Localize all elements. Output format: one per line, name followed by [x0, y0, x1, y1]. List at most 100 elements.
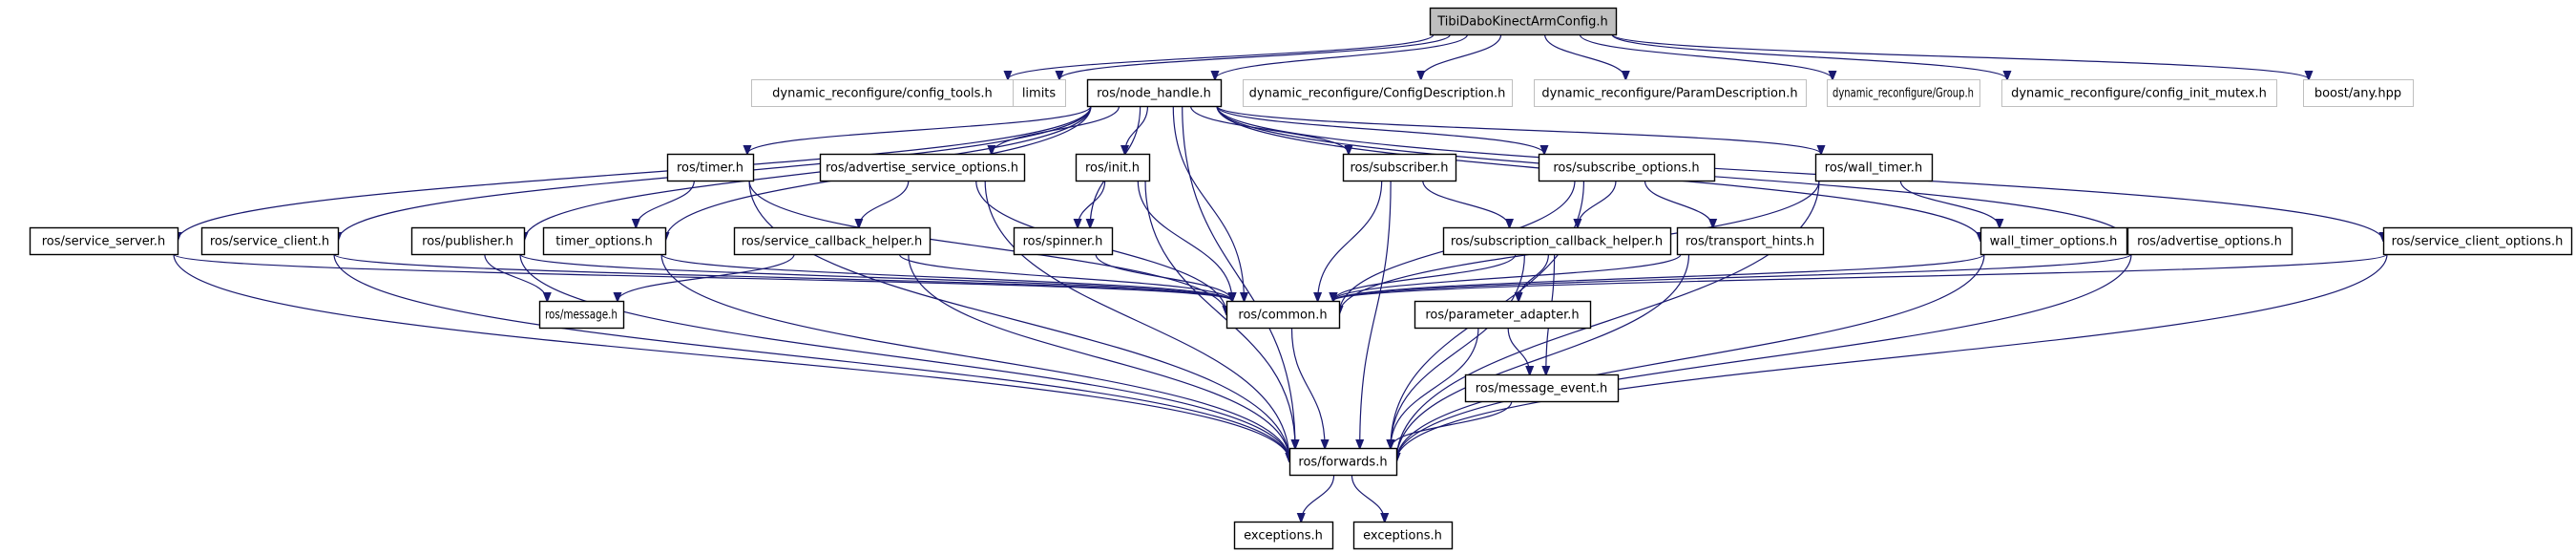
- node-label: TibiDaboKinectArmConfig.h: [1436, 15, 1608, 30]
- node-config-init-mutex: dynamic_reconfigure/config_init_mutex.h: [2001, 79, 2277, 107]
- edge-service_server-to-forwards: [173, 253, 1289, 461]
- node-message-event[interactable]: ros/message_event.h: [1464, 374, 1620, 403]
- node-forwards[interactable]: ros/forwards.h: [1288, 447, 1398, 477]
- node-label: ros/common.h: [1238, 309, 1327, 323]
- edge-root-to-limits: [1059, 33, 1452, 79]
- node-init[interactable]: ros/init.h: [1075, 153, 1151, 182]
- node-root: TibiDaboKinectArmConfig.h: [1429, 7, 1618, 36]
- node-subscribe-options[interactable]: ros/subscribe_options.h: [1538, 153, 1716, 182]
- node-service-client-options[interactable]: ros/service_client_options.h: [2382, 226, 2573, 256]
- node-service-callback-helper[interactable]: ros/service_callback_helper.h: [733, 226, 932, 256]
- node-parameter-adapter[interactable]: ros/parameter_adapter.h: [1414, 300, 1592, 330]
- edge-publisher-to-message: [484, 253, 547, 301]
- edge-forwards-to-exceptions_2: [1351, 474, 1384, 522]
- edge-subscriber-to-common: [1318, 180, 1383, 301]
- node-group: dynamic_reconfigure/Group.h: [1827, 79, 1980, 107]
- edge-node_handle-to-wall_timer: [1216, 105, 1821, 154]
- node-message[interactable]: ros/message.h: [538, 300, 625, 330]
- edge-advertise_options-to-common: [1333, 253, 2132, 301]
- node-box: [538, 300, 625, 330]
- edge-service_callback_helper-to-common: [898, 253, 1232, 301]
- edge-node_handle-to-common: [1172, 105, 1244, 301]
- edge-timer_options-to-common: [660, 253, 1232, 301]
- edge-subscriber-to-subscription_callback_helper: [1422, 180, 1510, 227]
- edge-root-to-group: [1579, 33, 1833, 79]
- node-timer-options[interactable]: timer_options.h: [542, 226, 667, 256]
- node-box: [819, 153, 1026, 182]
- node-service-server[interactable]: ros/service_server.h: [29, 226, 179, 256]
- node-box: [2001, 79, 2277, 107]
- edge-publisher-to-forwards: [519, 253, 1289, 461]
- node-box: [1225, 300, 1341, 330]
- node-box: [1534, 79, 1807, 107]
- node-node-handle[interactable]: ros/node_handle.h: [1086, 78, 1223, 108]
- node-wall-timer-options[interactable]: wall_timer_options.h: [1979, 226, 2128, 256]
- node-transport-hints[interactable]: ros/transport_hints.h: [1676, 226, 1825, 256]
- node-box: [410, 226, 526, 256]
- edge-root-to-boost_any: [1611, 33, 2309, 79]
- node-service-client[interactable]: ros/service_client.h: [200, 226, 340, 256]
- node-label: wall_timer_options.h: [1990, 235, 2118, 249]
- edge-timer_options-to-forwards: [660, 253, 1289, 461]
- node-box: [1538, 153, 1716, 182]
- node-publisher[interactable]: ros/publisher.h: [410, 226, 526, 256]
- node-subscription-callback-helper[interactable]: ros/subscription_callback_helper.h: [1442, 226, 1672, 256]
- edge-node_handle-to-publisher: [524, 105, 1092, 241]
- node-label: ros/forwards.h: [1298, 456, 1387, 470]
- node-label: ros/subscription_callback_helper.h: [1451, 235, 1663, 249]
- edge-transport_hints-to-forwards: [1396, 253, 1690, 461]
- edge-service_callback_helper-to-message: [618, 253, 795, 301]
- edge-node_handle-to-timer: [747, 105, 1092, 154]
- node-box: [2382, 226, 2573, 256]
- node-box: [2126, 226, 2293, 256]
- edges-layer: [173, 33, 2388, 522]
- node-advertise-options[interactable]: ros/advertise_options.h: [2126, 226, 2293, 256]
- edge-transport_hints-to-common: [1333, 253, 1682, 301]
- edge-subscriber-to-forwards: [1360, 180, 1392, 448]
- edge-init-to-common: [1137, 180, 1232, 301]
- node-common[interactable]: ros/common.h: [1225, 300, 1341, 330]
- node-config-description: dynamic_reconfigure/ConfigDescription.h: [1243, 79, 1513, 107]
- edge-timer-to-forwards: [748, 180, 1289, 461]
- node-label: exceptions.h: [1244, 529, 1323, 544]
- edge-timer-to-timer_options: [636, 180, 695, 227]
- node-label: ros/node_handle.h: [1097, 87, 1211, 101]
- node-label: timer_options.h: [555, 235, 652, 249]
- node-label: ros/timer.h: [677, 161, 743, 176]
- node-label: ros/service_client.h: [210, 235, 329, 249]
- node-spinner[interactable]: ros/spinner.h: [1013, 226, 1114, 256]
- node-timer[interactable]: ros/timer.h: [666, 153, 755, 182]
- edge-message_event-to-forwards: [1391, 400, 1513, 448]
- node-advertise-service-options[interactable]: ros/advertise_service_options.h: [819, 153, 1026, 182]
- node-config-tools: dynamic_reconfigure/config_tools.h: [751, 79, 1015, 107]
- node-box: [1075, 153, 1151, 182]
- node-box: [1288, 447, 1398, 477]
- node-label: ros/advertise_options.h: [2137, 235, 2282, 249]
- node-box: [29, 226, 179, 256]
- node-label: limits: [1022, 87, 1057, 101]
- node-exceptions-1[interactable]: exceptions.h: [1233, 521, 1334, 550]
- node-box: [733, 226, 932, 256]
- edge-parameter_adapter-to-message_event: [1507, 327, 1530, 374]
- edge-service_client-to-common: [333, 253, 1232, 301]
- edge-root-to-node_handle: [1215, 33, 1469, 79]
- node-label: ros/subscribe_options.h: [1553, 161, 1699, 176]
- node-label: ros/parameter_adapter.h: [1425, 309, 1579, 323]
- node-box: [1013, 226, 1114, 256]
- edge-node_handle-to-forwards: [1182, 105, 1295, 448]
- node-label: ros/wall_timer.h: [1825, 161, 1922, 176]
- node-wall-timer[interactable]: ros/wall_timer.h: [1814, 153, 1934, 182]
- edge-node_handle-to-service_server: [178, 105, 1092, 241]
- node-subscriber[interactable]: ros/subscriber.h: [1342, 153, 1457, 182]
- node-label: ros/publisher.h: [422, 235, 513, 249]
- edge-root-to-config_tools: [1008, 33, 1435, 79]
- node-label: dynamic_reconfigure/config_init_mutex.h: [2011, 87, 2267, 101]
- node-exceptions-2[interactable]: exceptions.h: [1352, 521, 1454, 550]
- edge-node_handle-to-subscriber: [1189, 105, 1349, 154]
- edge-root-to-config_init_mutex: [1611, 33, 2007, 79]
- node-param-description: dynamic_reconfigure/ParamDescription.h: [1534, 79, 1807, 107]
- node-box: [1013, 79, 1066, 107]
- edge-wall_timer-to-wall_timer_options: [1899, 180, 2000, 227]
- node-label: ros/subscriber.h: [1350, 161, 1448, 176]
- nodes-layer: TibiDaboKinectArmConfig.h dynamic_reconfi…: [29, 7, 2573, 550]
